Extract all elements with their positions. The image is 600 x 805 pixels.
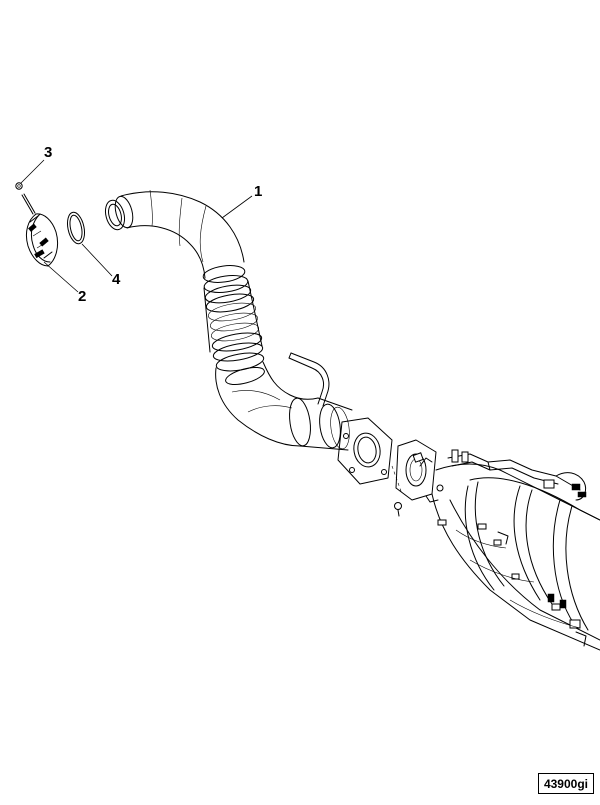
leader-lines xyxy=(20,159,253,293)
figure-id-label: 43900gi xyxy=(537,773,594,794)
aftertreatment-assembly xyxy=(395,439,600,651)
callout-3: 3 xyxy=(44,144,53,161)
callout-2: 2 xyxy=(78,288,87,305)
clamp-part xyxy=(21,193,59,267)
callout-4: 4 xyxy=(112,271,121,288)
callout-1: 1 xyxy=(254,183,263,200)
downpipe-part xyxy=(104,189,393,485)
gasket-part xyxy=(66,211,86,245)
nut-part xyxy=(15,182,23,190)
